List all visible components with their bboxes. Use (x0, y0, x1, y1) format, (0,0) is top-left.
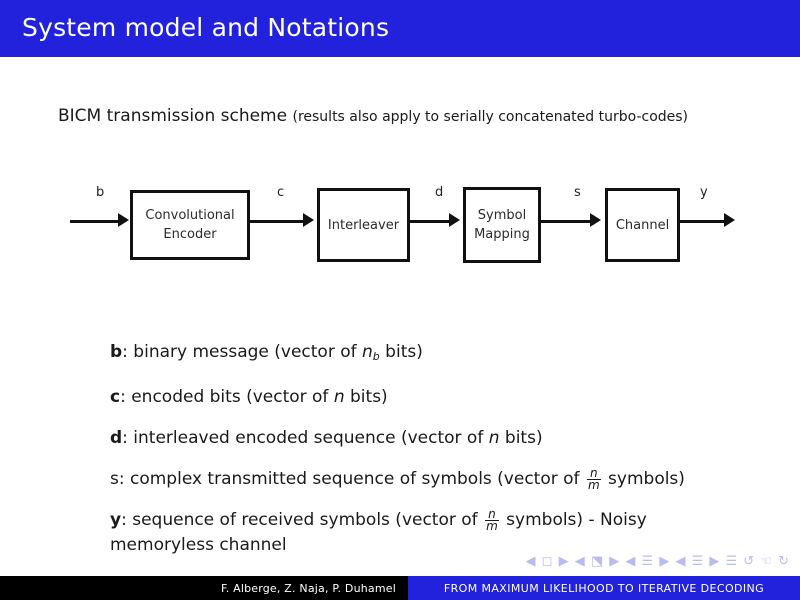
notation-item-s: s: complex transmitted sequence of symbo… (110, 467, 750, 492)
notation-text-after: bits) (379, 342, 423, 362)
block-label-line1: Interleaver (327, 217, 400, 233)
notation-variable: n (488, 427, 500, 448)
signal-label-s: s (574, 185, 581, 200)
footer-talk-title: FROM MAXIMUM LIKELIHOOD TO ITERATIVE DEC… (408, 576, 800, 600)
slide-title-bar: System model and Notations (0, 0, 800, 57)
block-convolutional-encoder: Convolutional Encoder (130, 190, 250, 260)
notation-symbol: d (110, 427, 123, 448)
beamer-navigation-symbols[interactable]: ◀ ◻ ▶ ◀ ⬔ ▶ ◀ ☰ ▶ ◀ ☰ ▶ ☰ ↺ ☜ ↻ (500, 554, 790, 570)
notation-symbol: y (110, 509, 122, 530)
signal-label-b: b (96, 185, 105, 200)
block-symbol-mapping: Symbol Mapping (463, 187, 541, 263)
intro-parenthetical-text: (results also apply to serially concaten… (292, 109, 689, 125)
fraction-denominator: m (486, 519, 498, 534)
notation-text-after: symbols) - Noisy memoryless channel (110, 509, 647, 555)
block-label-line1: Convolutional (145, 208, 235, 223)
arrowhead-symbol-mapping-to-channel (590, 213, 601, 227)
block-channel: Channel (605, 188, 680, 262)
fraction-numerator: n (485, 508, 499, 522)
fraction-numerator: n (586, 467, 601, 481)
intro-main-text: BICM transmission scheme (58, 106, 288, 126)
notation-variable: n (362, 342, 373, 362)
notation-variable-subscript: b (372, 349, 380, 363)
slide-footer: F. Alberge, Z. Naja, P. Duhamel FROM MAX… (0, 576, 800, 600)
block-interleaver: Interleaver (317, 188, 410, 262)
signal-label-y: y (700, 185, 708, 200)
arrowhead-channel-to-output (724, 213, 735, 227)
notation-text-before: : complex transmitted sequence of symbol… (118, 468, 585, 489)
page-title: System model and Notations (22, 13, 390, 42)
wire-encoder-to-interleaver (250, 220, 307, 223)
wire-input-to-encoder (70, 220, 122, 223)
notation-item-b: b: binary message (vector of nb bits) (110, 340, 750, 369)
arrowhead-interleaver-to-symbol-mapping (449, 213, 460, 227)
block-label-line1: Channel (615, 217, 670, 233)
notation-text-after: bits) (344, 386, 388, 407)
block-label-line1: Symbol (477, 208, 527, 223)
arrowhead-input-to-encoder (118, 213, 129, 227)
arrowhead-encoder-to-interleaver (303, 213, 314, 227)
block-label-line2: Mapping (474, 227, 530, 242)
signal-label-c: c (277, 185, 285, 200)
notation-item-c: c: encoded bits (vector of n bits) (110, 385, 750, 410)
notation-text-after: bits) (499, 427, 543, 448)
wire-channel-to-output (680, 220, 728, 223)
notation-symbol: s (110, 468, 119, 489)
fraction-denominator: m (587, 478, 600, 493)
notation-symbol: c (110, 386, 121, 407)
notation-text-before: : interleaved encoded sequence (vector o… (122, 427, 489, 448)
notation-symbol: b (110, 342, 123, 362)
notation-text-before: : encoded bits (vector of (120, 386, 334, 407)
notation-text-before: : sequence of received symbols (vector o… (121, 509, 484, 530)
wire-interleaver-to-symbol-mapping (410, 220, 453, 223)
notation-item-y: y: sequence of received symbols (vector … (110, 508, 750, 558)
signal-label-d: d (435, 185, 444, 200)
intro-paragraph: BICM transmission scheme (results also a… (58, 104, 698, 130)
footer-authors: F. Alberge, Z. Naja, P. Duhamel (0, 576, 408, 600)
notation-text-before: : binary message (vector of (122, 342, 363, 362)
wire-symbol-mapping-to-channel (541, 220, 594, 223)
notation-item-d: d: interleaved encoded sequence (vector … (110, 426, 750, 451)
notation-variable: n (333, 386, 345, 407)
navigation-glyphs-icon[interactable]: ◀ ◻ ▶ ◀ ⬔ ▶ ◀ ☰ ▶ ◀ ☰ ▶ ☰ ↺ ☜ ↻ (525, 554, 790, 569)
notation-text-after: symbols) (602, 468, 685, 489)
notation-list: b: binary message (vector of nb bits) c:… (110, 340, 750, 574)
bicm-block-diagram: b c d s y Convolutional Encoder Interlea… (0, 175, 800, 275)
block-label-line2: Encoder (163, 227, 217, 242)
